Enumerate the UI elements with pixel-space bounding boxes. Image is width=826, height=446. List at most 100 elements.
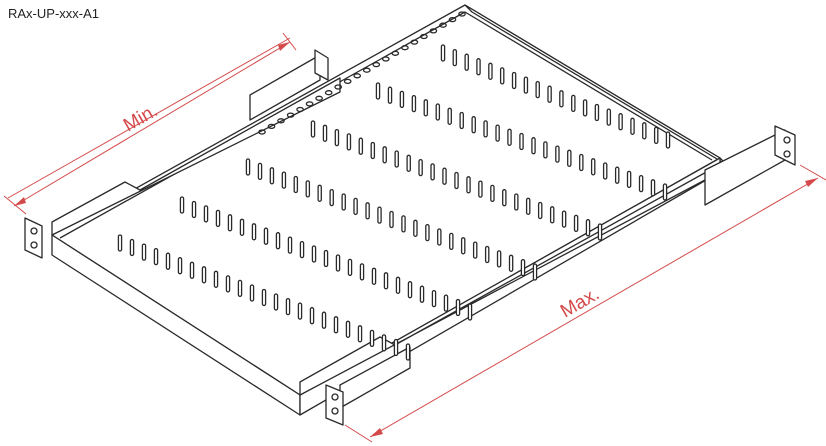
vent-slot [227, 214, 233, 232]
vent-slot [345, 320, 351, 338]
bracket-back-right-plate [704, 129, 786, 206]
mount-hole [439, 22, 447, 28]
mount-hole [401, 45, 409, 51]
vent-slot [370, 141, 376, 160]
max-label: Max. [557, 284, 603, 323]
vent-slot [626, 170, 632, 189]
vent-slot [467, 303, 473, 321]
mount-hole [448, 16, 457, 23]
vent-slot [389, 210, 394, 229]
bracket-back-right [704, 125, 796, 206]
vent-slot [495, 124, 500, 142]
vent-slot [275, 232, 281, 250]
vent-slot [520, 258, 526, 277]
vent-slot [614, 166, 620, 184]
vent-slot [359, 263, 365, 281]
bracket-back-left-ear [314, 49, 329, 81]
vent-slot [273, 293, 279, 311]
vent-slot [117, 234, 123, 252]
vent-slot [547, 85, 552, 103]
vent-slot [514, 193, 519, 211]
vent-slot [435, 103, 441, 121]
vent-slot [535, 80, 540, 99]
max-arrow-end [805, 178, 818, 187]
vent-slot [237, 279, 243, 298]
mount-hole [331, 393, 339, 401]
vent-slot [189, 261, 195, 279]
vent-slot [341, 193, 346, 211]
vent-slot [638, 174, 644, 193]
vent-slot [571, 94, 576, 113]
vent-slot [559, 90, 564, 108]
vent-slot [525, 197, 531, 215]
mount-hole [334, 84, 343, 90]
vent-slot [407, 281, 413, 299]
tray-left-wall [51, 77, 341, 236]
min-arrow-end [278, 42, 290, 51]
vent-slot [321, 311, 327, 329]
vent-slot [537, 201, 543, 220]
mount-hole [783, 136, 791, 144]
vent-slot [665, 131, 671, 149]
mount-hole [343, 78, 352, 85]
vent-slot [394, 150, 399, 168]
vent-slot [382, 146, 387, 164]
min-extension-right [282, 32, 297, 51]
min-extension-left [7, 37, 291, 199]
vent-slot [419, 285, 425, 303]
vent-slot [471, 116, 476, 134]
vent-slot [496, 250, 502, 268]
vent-slot [618, 113, 623, 131]
bracket-front-right-ear [325, 384, 344, 426]
vent-slot [346, 133, 352, 151]
vent-slot [153, 247, 159, 266]
vent-slot [567, 149, 572, 167]
vent-slot [413, 219, 418, 237]
vent-slot [532, 263, 538, 281]
vent-slot [257, 162, 263, 181]
mount-hole [267, 123, 276, 130]
mount-hole [315, 95, 323, 101]
max-arrow-start [370, 428, 383, 437]
vent-slot [203, 205, 209, 223]
vent-slot [251, 223, 257, 241]
vent-slot [311, 245, 317, 263]
vent-slot [418, 158, 423, 177]
min-arrow-start [14, 197, 26, 206]
mount-hole [331, 407, 339, 415]
vent-slot [293, 175, 299, 194]
vent-slot [585, 219, 591, 237]
vent-slot [353, 197, 358, 216]
mount-hole [30, 241, 38, 249]
vent-slot [507, 128, 512, 146]
vent-slot [561, 210, 567, 228]
vent-slot [377, 206, 382, 224]
vent-slot [531, 137, 536, 155]
vent-slot [488, 62, 493, 80]
vent-slot [502, 189, 507, 207]
mount-hole [783, 150, 791, 158]
max-dimension-line [369, 177, 819, 438]
vent-slot [597, 223, 603, 241]
vent-slot [395, 276, 401, 294]
mount-hole [30, 227, 38, 235]
vent-slot [213, 270, 219, 288]
vent-slot [141, 243, 147, 261]
vent-slot [261, 288, 267, 307]
min-dimension-line [13, 41, 291, 207]
vent-slot [263, 227, 269, 245]
vent-slot [579, 153, 584, 172]
vent-slot [333, 316, 339, 334]
vent-slot [225, 275, 231, 293]
vent-slot [425, 223, 430, 242]
vent-slot [309, 307, 315, 325]
vent-slot [191, 200, 197, 219]
vent-slot [549, 206, 555, 224]
bracket-back-left [249, 49, 329, 121]
vent-slot [387, 86, 393, 104]
vent-slot [483, 120, 488, 138]
mount-hole [258, 129, 266, 135]
vent-slot [215, 209, 221, 228]
vent-slot [165, 252, 171, 270]
mount-hole [429, 28, 438, 34]
